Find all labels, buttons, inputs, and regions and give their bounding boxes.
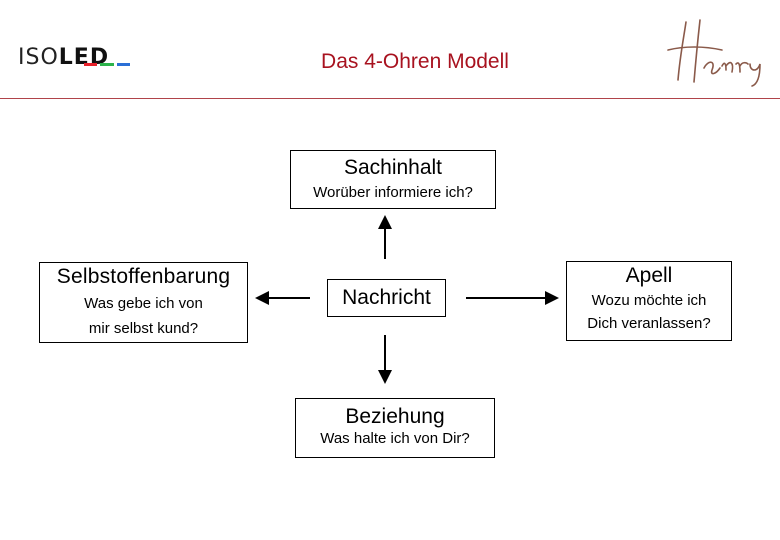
isoled-logo-color-bars	[84, 63, 130, 67]
selbstoffenbarung-box: Selbstoffenbarung Was gebe ich von mir s…	[39, 262, 248, 343]
isoled-logo: ISO LED	[18, 44, 109, 70]
led-bar-green	[100, 63, 114, 66]
beziehung-question: Was halte ich von Dir?	[320, 430, 470, 447]
led-bar-blue	[116, 63, 130, 66]
selbstoffenbarung-question-line1: Was gebe ich von	[84, 295, 203, 312]
beziehung-box: Beziehung Was halte ich von Dir?	[295, 398, 495, 458]
apell-title: Apell	[625, 264, 673, 287]
sachinhalt-question: Worüber informiere ich?	[313, 184, 473, 201]
apell-box: Apell Wozu möchte ich Dich veranlassen?	[566, 261, 732, 341]
apell-question-line1: Wozu möchte ich	[591, 292, 707, 309]
apell-question-line2: Dich veranlassen?	[587, 315, 711, 332]
beziehung-title: Beziehung	[345, 405, 445, 428]
nachricht-box: Nachricht	[327, 279, 446, 317]
led-bar-red	[84, 63, 98, 66]
selbstoffenbarung-question-line2: mir selbst kund?	[88, 320, 199, 337]
sachinhalt-box: Sachinhalt Worüber informiere ich?	[290, 150, 496, 209]
sachinhalt-title: Sachinhalt	[343, 156, 443, 179]
isoled-logo-led: LED	[58, 45, 110, 70]
title-divider	[0, 98, 780, 99]
henry-logo	[667, 19, 761, 87]
nachricht-title: Nachricht	[342, 286, 431, 309]
isoled-logo-iso: ISO	[18, 45, 59, 70]
selbstoffenbarung-title: Selbstoffenbarung	[56, 265, 231, 288]
page-title: Das 4-Ohren Modell	[321, 50, 509, 73]
